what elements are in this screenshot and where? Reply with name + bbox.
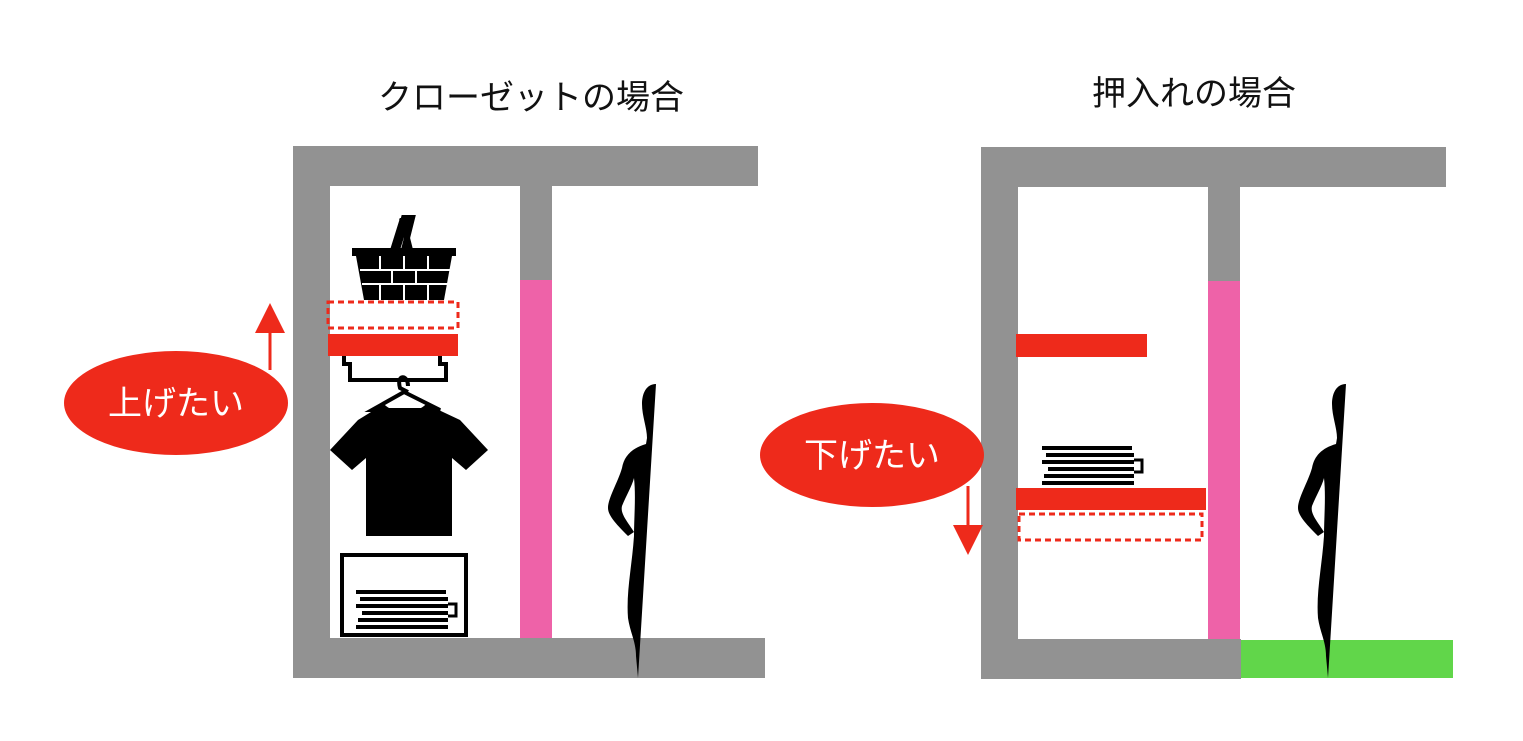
oshiire-action-badge: 下げたい	[760, 403, 984, 507]
person-silhouette-closet	[608, 384, 656, 678]
oshiire-floor-step	[1241, 640, 1453, 678]
closet-lintel	[520, 186, 552, 280]
closet-diagram: 上げたい	[64, 146, 765, 678]
tshirt-icon	[330, 404, 488, 536]
oshiire-lintel	[1208, 187, 1240, 281]
closet-left-wall	[293, 146, 330, 678]
oshiire-shelf-target-outline	[1017, 512, 1204, 542]
oshiire-diagram: 下げたい	[760, 147, 1453, 679]
closet-title: クローゼットの場合	[378, 78, 684, 118]
oshiire-upper-shelf	[1016, 334, 1147, 357]
closet-action-badge: 上げたい	[64, 351, 288, 455]
hanger-rail	[342, 356, 448, 382]
closet-bottom-wall	[293, 638, 765, 678]
oshiire-title: 押入れの場合	[1092, 74, 1296, 114]
basket-icon	[352, 215, 456, 300]
oshiire-door-frame	[1208, 281, 1240, 639]
closet-shelf-target-outline	[326, 300, 460, 330]
closet-action-label: 上げたい	[108, 384, 244, 424]
hanger-icon	[364, 375, 441, 412]
closet-top-wall	[293, 146, 758, 186]
oshiire-top-wall	[981, 147, 1446, 187]
books-icon-oshiire	[1040, 444, 1144, 487]
oshiire-action-label: 下げたい	[804, 436, 940, 476]
oshiire-lower-shelf	[1016, 488, 1206, 510]
oshiire-bottom-wall	[981, 639, 1241, 679]
closet-shelf	[328, 334, 458, 356]
closet-door-frame	[520, 280, 552, 638]
oshiire-left-wall	[981, 147, 1018, 679]
storage-box	[340, 553, 468, 637]
person-silhouette-oshiire	[1298, 384, 1346, 678]
